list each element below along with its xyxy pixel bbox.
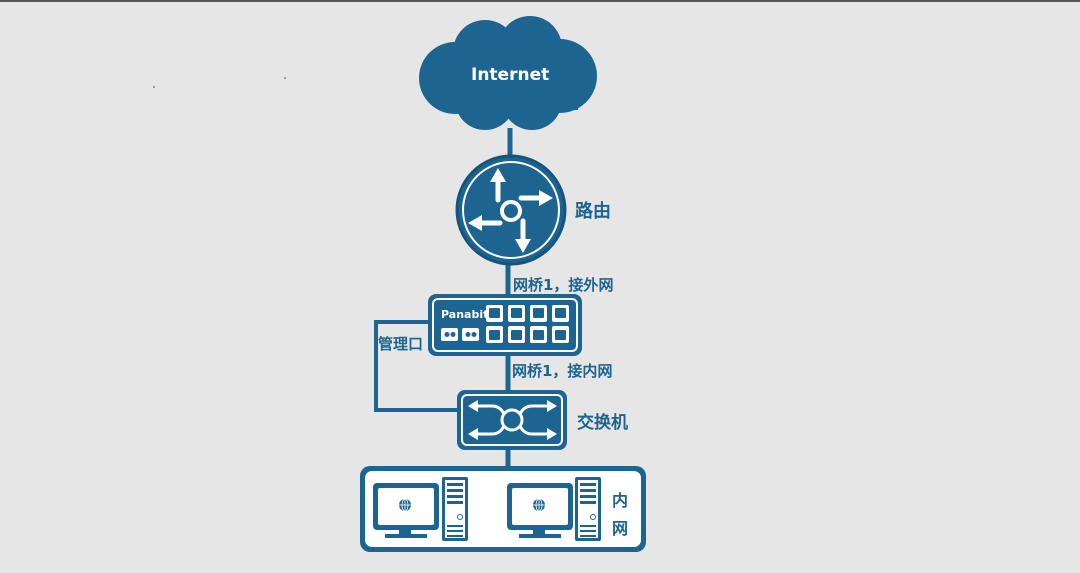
router-icon xyxy=(455,154,567,266)
mgmt-port-label: 管理口 xyxy=(378,335,424,353)
switch-label: 交换机 xyxy=(577,413,628,433)
top-border xyxy=(0,0,1080,2)
lan-label-line1: 内 xyxy=(612,491,629,510)
bridge-out-label: 网桥1，接外网 xyxy=(513,276,614,294)
computer-icon xyxy=(507,477,601,541)
router-label: 路由 xyxy=(575,201,611,222)
computer-icon xyxy=(373,477,468,541)
internet-label: Internet xyxy=(471,65,550,85)
bridge-in-label: 网桥1，接内网 xyxy=(512,362,613,380)
speck xyxy=(153,86,155,88)
switch-icon xyxy=(457,390,567,450)
panabit-device-icon: Panabit xyxy=(428,294,582,356)
mgmt-link xyxy=(374,320,459,412)
speck xyxy=(284,77,286,79)
cloud-icon xyxy=(419,16,597,130)
lan-label-line2: 网 xyxy=(612,519,629,538)
panabit-label: Panabit xyxy=(441,308,488,321)
